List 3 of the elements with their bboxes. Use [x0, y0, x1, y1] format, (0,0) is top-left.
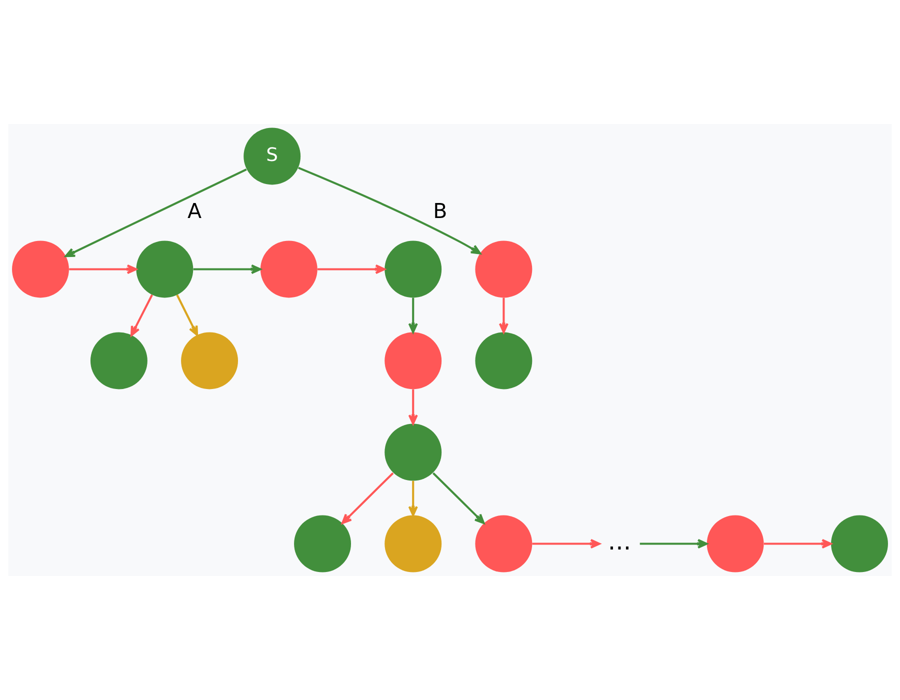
edge-label: A: [188, 198, 202, 223]
node-text: ...: [608, 526, 632, 556]
edge-label: B: [433, 198, 448, 223]
